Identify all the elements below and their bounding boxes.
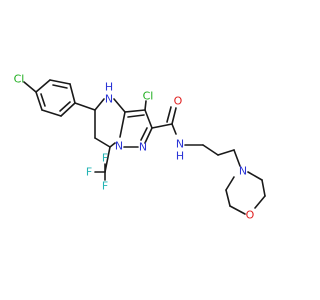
atom-o-carbonyl: O (174, 95, 183, 108)
bond-morph-1 (225, 176, 235, 191)
bond-c5-nh (94, 98, 105, 111)
atom-nh-ring-h: H (105, 81, 113, 94)
atom-n-amide-h: H (176, 150, 184, 163)
bond-c3a-c3 (124, 109, 146, 113)
atom-f-left: F (86, 166, 92, 179)
bond-morph-3 (229, 205, 246, 215)
bond-n-c7 (109, 142, 116, 148)
bond-c3a-n (119, 111, 126, 138)
bond-ph-cl (23, 81, 37, 93)
bond-morph-4 (254, 195, 266, 209)
bond-ph-1 (35, 79, 51, 93)
bond-ch2-a-b (202, 144, 219, 156)
bond-ph-3 (69, 83, 76, 104)
atom-labels: Cl Cl H N N N O N H N O F F F (14, 73, 255, 222)
bond-carbonyl-n (171, 123, 177, 135)
bond-carbonyl-o (171, 107, 177, 125)
atom-cl-phenyl: Cl (14, 73, 25, 86)
atom-nh-ring: N (105, 93, 113, 106)
bond-morph-2 (225, 189, 231, 207)
molecule-structure-diagram: Cl Cl H N N N O N H N O F F F (14, 73, 266, 222)
bond-ph-c5 (74, 102, 96, 111)
bond-c2-n2-double (140, 127, 148, 141)
atom-o-morpholine: O (246, 209, 255, 222)
bond-c7-cf3 (104, 146, 111, 173)
bond-morph-6 (247, 171, 263, 181)
bond-c3-c2 (144, 109, 153, 129)
bond-ph-4 (60, 102, 76, 117)
bond-c2-carbonyl (151, 123, 173, 129)
atom-n-pyrazole: N (139, 141, 147, 154)
bond-c3-cl (144, 100, 147, 111)
atom-cl-pyrazole: Cl (143, 90, 154, 103)
bond-nh-c3a (113, 98, 126, 113)
bond-morph-5 (261, 179, 266, 197)
atom-f-bottom: F (102, 180, 108, 193)
atom-n-ring-junction: N (115, 140, 123, 153)
bond-carbonyl-o-double (166, 106, 172, 123)
bond-ph-inner-2 (59, 101, 71, 112)
bond-c7-c6 (94, 137, 111, 148)
bond-ch2-c-n (233, 149, 241, 167)
bond-c2-n2 (144, 127, 153, 144)
bonds (23, 79, 266, 215)
atom-n-amide: N (176, 138, 184, 151)
bond-ph-inner-3 (40, 93, 46, 107)
bond-ph-2 (49, 79, 71, 85)
bond-ch2-b-c (217, 149, 235, 156)
bond-ph-inner-1 (52, 84, 68, 89)
bond-ph-5 (41, 109, 62, 117)
bond-c3a-c3-double (127, 114, 145, 118)
atom-f-top: F (102, 152, 108, 165)
atom-n-morpholine: N (239, 165, 247, 178)
bond-ph-6 (35, 91, 43, 111)
